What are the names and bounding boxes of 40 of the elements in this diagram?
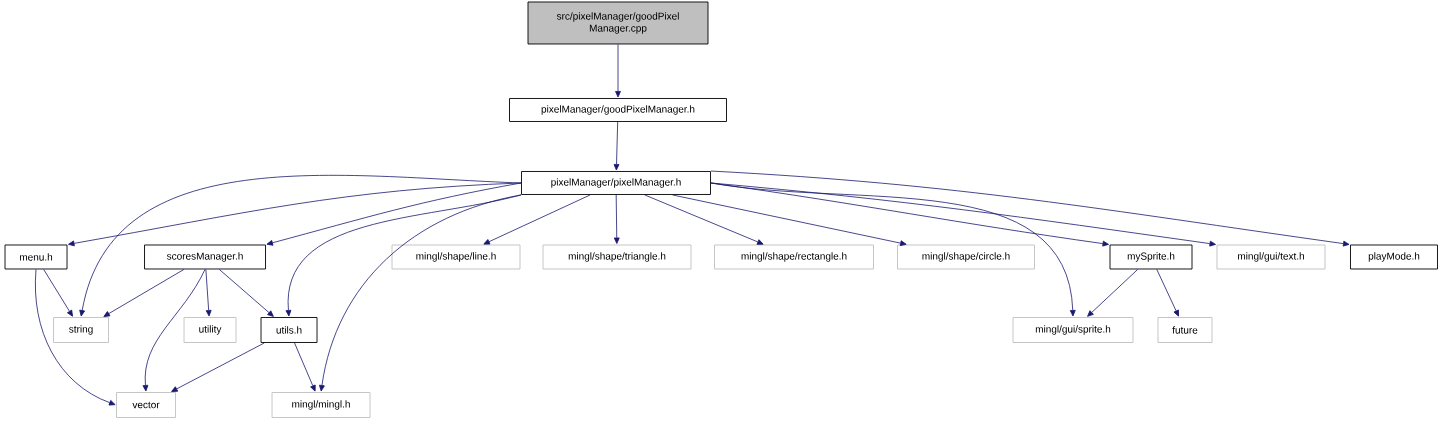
file-box: menu.h — [4, 244, 68, 270]
arrow — [1156, 269, 1179, 317]
arrow — [710, 182, 1076, 317]
arrow — [613, 121, 620, 171]
arrow — [218, 269, 274, 317]
arrow — [1087, 269, 1139, 317]
arrow — [615, 44, 621, 98]
file-box: src/pixelManager/goodPixel Manager.cpp — [527, 1, 709, 45]
file-box: mingl/gui/text.h — [1216, 244, 1326, 270]
file-box: pixelManager/pixelManager.h — [521, 171, 711, 195]
arrow — [710, 182, 1216, 247]
arrow — [34, 269, 116, 406]
arrow — [142, 269, 206, 392]
file-box: mingl/shape/rectangle.h — [714, 244, 874, 270]
file-box: mingl/mingl.h — [271, 392, 371, 418]
file-box: mingl/shape/triangle.h — [542, 244, 692, 270]
arrow — [171, 342, 265, 392]
arrow — [710, 170, 1350, 247]
arrow — [294, 342, 316, 392]
arrow — [103, 269, 185, 317]
file-box: utility — [183, 317, 237, 343]
arrow — [205, 269, 212, 317]
file-box: string — [53, 317, 109, 343]
file-box: pixelManager/goodPixelManager.h — [509, 98, 727, 122]
file-box: scoresManager.h — [144, 244, 266, 270]
file-box: mingl/shape/circle.h — [897, 244, 1035, 270]
arrow — [483, 194, 591, 245]
file-box: vector — [116, 392, 176, 418]
file-box: mySprite.h — [1109, 244, 1193, 270]
file-box: utils.h — [260, 317, 318, 343]
file-box: mingl/shape/line.h — [391, 244, 521, 270]
file-box: playMode.h — [1350, 244, 1438, 270]
arrow — [613, 194, 620, 244]
arrow — [672, 194, 907, 246]
file-box: mingl/gui/sprite.h — [1012, 317, 1134, 343]
arrow — [43, 269, 73, 317]
arrow — [644, 194, 764, 245]
arrow — [79, 174, 522, 317]
file-box: future — [1157, 317, 1213, 343]
arrow — [319, 194, 522, 392]
